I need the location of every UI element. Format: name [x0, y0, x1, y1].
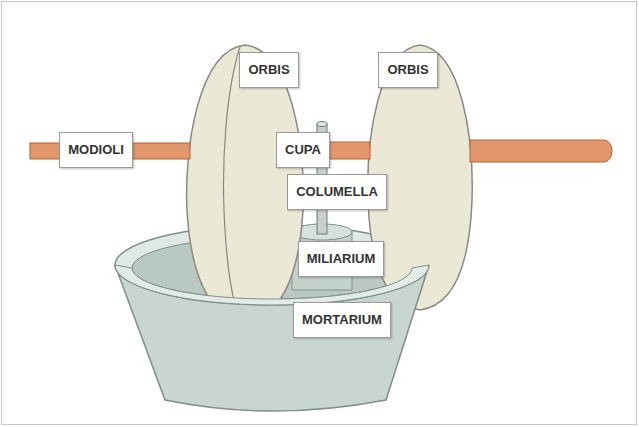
part-label: ORBIS [378, 52, 437, 88]
orbis-stone [187, 45, 304, 322]
part-label: MORTARIUM [293, 302, 391, 338]
part-label: COLUMELLA [287, 174, 387, 210]
part-label: CUPA [276, 132, 330, 168]
modiolus-rod [470, 140, 612, 162]
part-label: MILIARIUM [298, 241, 385, 277]
mortarium-wall [115, 265, 429, 411]
part-label: ORBIS [239, 52, 298, 88]
orbis-seam [224, 47, 240, 320]
part-label: MODIOLI [59, 132, 133, 168]
columella-cap [317, 122, 327, 127]
